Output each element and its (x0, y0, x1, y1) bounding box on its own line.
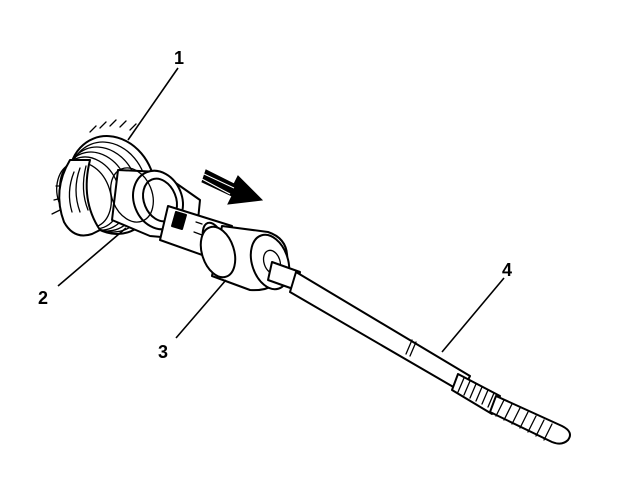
leader-line-2 (57, 227, 127, 287)
leader-line-4 (441, 277, 505, 353)
callout-4: 4 (502, 260, 512, 280)
leader-line-1 (127, 67, 179, 141)
leader-line-3 (175, 279, 227, 339)
arrow-right-down-icon (199, 169, 264, 205)
callout-3: 3 (158, 342, 168, 362)
part-4-shaft (267, 261, 571, 445)
callout-1: 1 (174, 48, 184, 68)
callout-2: 2 (38, 288, 48, 308)
part-1-threaded-ring (51, 119, 157, 237)
